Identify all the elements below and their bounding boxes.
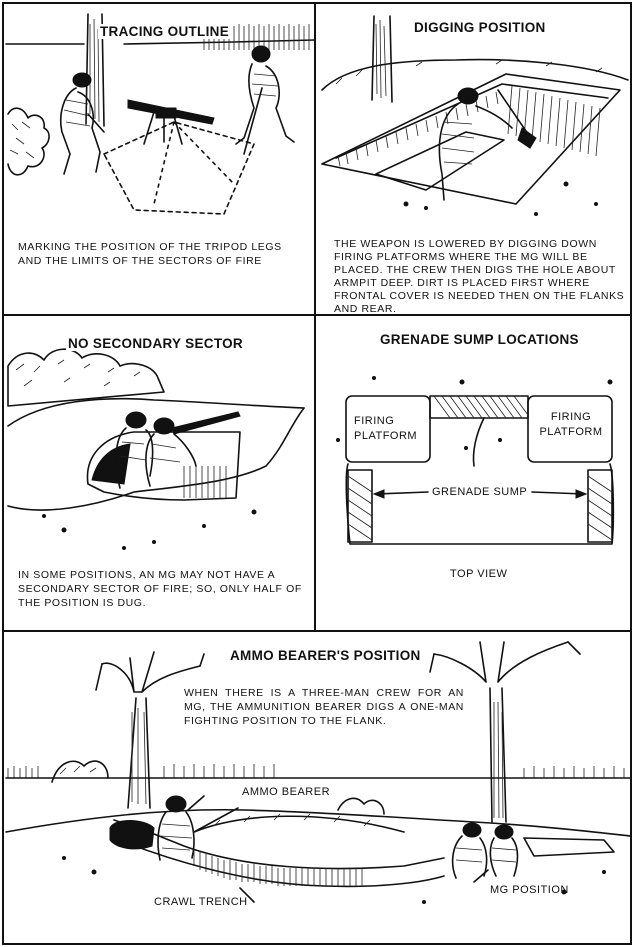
- rocks: [7, 348, 165, 407]
- grenade-sump-title: GRENADE SUMP LOCATIONS: [378, 332, 581, 347]
- ammo-bearers-position-illustration: [5, 641, 630, 904]
- right-firing-platform-box: [527, 395, 613, 463]
- grenade-sump-diagram: [336, 376, 615, 545]
- ammo-bearers-position-caption: WHEN THERE IS A THREE-MAN CREW FOR AN MG…: [184, 687, 464, 727]
- no-secondary-sector-title: NO SECONDARY SECTOR: [66, 336, 245, 351]
- ammo-bearers-position-title: AMMO BEARER'S POSITION: [228, 648, 423, 663]
- soldier-crouching: [60, 72, 105, 175]
- right-firing-platform-label: FIRING PLATFORM: [539, 411, 603, 438]
- panel-no-secondary-sector: NO SECONDARY SECTOR IN SOME POSITIONS, A…: [2, 314, 316, 632]
- no-secondary-sector-caption: IN SOME POSITIONS, AN MG MAY NOT HAVE A …: [18, 569, 302, 609]
- tree-left: [95, 651, 205, 809]
- grenade-sump-label: GRENADE SUMP: [432, 486, 528, 498]
- ammo-bearer-soldier: [157, 795, 205, 861]
- bush-left: [7, 107, 50, 176]
- mg-crew: [451, 822, 615, 879]
- digging-position-caption: THE WEAPON IS LOWERED BY DIGGING DOWN FI…: [334, 238, 625, 315]
- tracing-outline-illustration: [5, 13, 314, 215]
- tree-right: [429, 641, 581, 823]
- soldier-digging: [438, 87, 537, 201]
- ammo-bearer-label: AMMO BEARER: [242, 786, 331, 798]
- panel-tracing-outline: TRACING OUTLINE MARKING THE POSITION OF …: [2, 2, 316, 316]
- digging-position-illustration: [321, 15, 629, 216]
- digging-position-title: DIGGING POSITION: [412, 20, 548, 35]
- panel-grenade-sump-locations: GRENADE SUMP LOCATIONS FIRING PLATFORM F…: [314, 314, 632, 632]
- left-firing-platform-label: FIRING PLATFORM: [354, 415, 418, 442]
- top-view-label: TOP VIEW: [450, 568, 508, 580]
- tracing-outline-caption: MARKING THE POSITION OF THE TRIPOD LEGS …: [18, 241, 282, 267]
- machine-gun-on-tripod: [127, 99, 215, 145]
- crawl-trench-label: CRAWL TRENCH: [154, 896, 248, 908]
- mg-position-label: MG POSITION: [490, 884, 569, 896]
- panel-digging-position: DIGGING POSITION THE WEAPON IS LOWERED B…: [314, 2, 632, 316]
- soldiers-in-position: [115, 411, 241, 489]
- left-firing-platform-box: [345, 395, 431, 463]
- panel-ammo-bearers-position: AMMO BEARER'S POSITION WHEN THERE IS A T…: [2, 630, 632, 945]
- no-secondary-sector-illustration: [7, 348, 305, 550]
- tracing-outline-title: TRACING OUTLINE: [98, 24, 231, 39]
- soldier-standing: [235, 45, 295, 155]
